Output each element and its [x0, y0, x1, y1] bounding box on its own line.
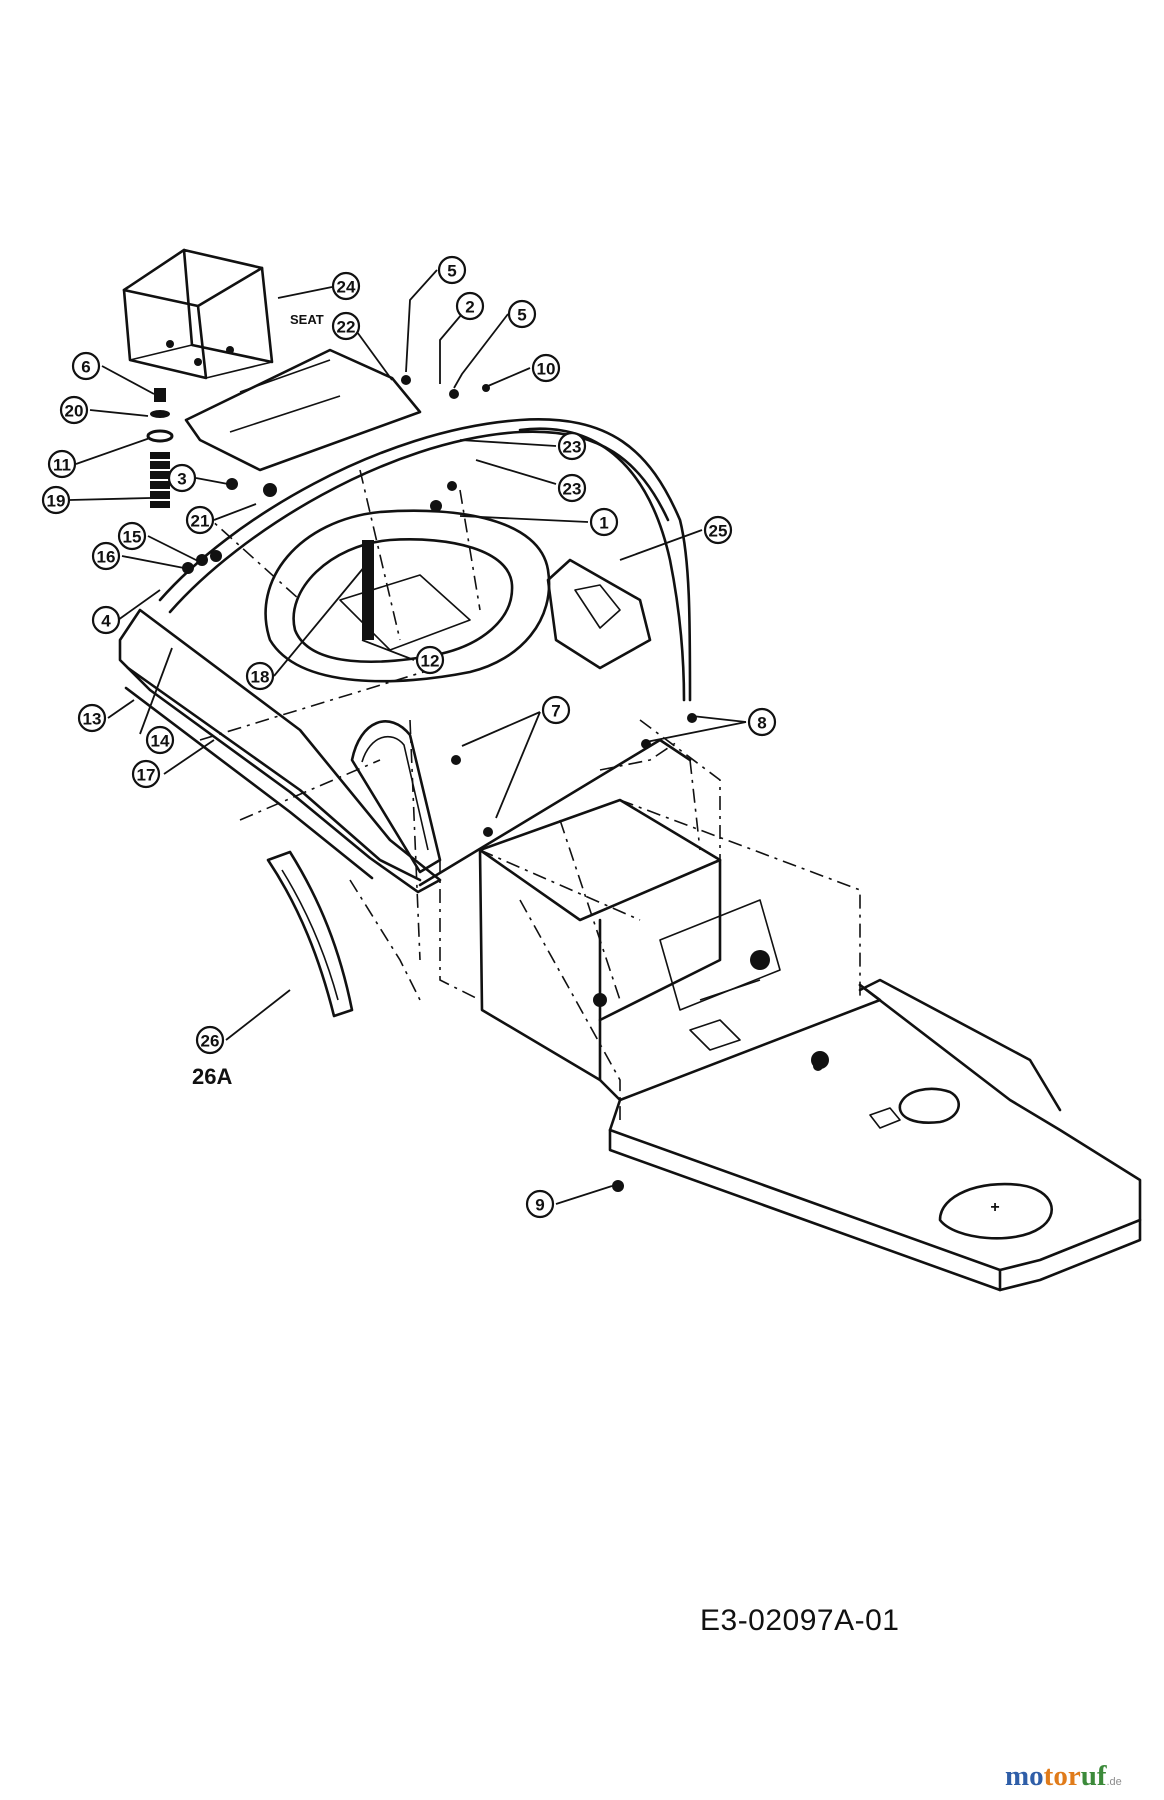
callout-18: 18 — [245, 661, 275, 691]
seat-bracket-part — [122, 248, 274, 380]
callout-8: 8 — [747, 707, 777, 737]
svg-text:20: 20 — [65, 402, 84, 421]
svg-text:2: 2 — [465, 298, 474, 317]
callout-21: 21 — [185, 505, 215, 535]
callout-10: 10 — [531, 353, 561, 383]
svg-text:19: 19 — [47, 492, 66, 511]
callout-17: 17 — [131, 759, 161, 789]
svg-text:9: 9 — [535, 1196, 544, 1215]
svg-text:23: 23 — [563, 438, 582, 457]
svg-text:15: 15 — [123, 528, 142, 547]
callout-20: 20 — [59, 395, 89, 425]
svg-text:11: 11 — [53, 456, 71, 475]
callout-19: 19 — [41, 485, 71, 515]
callout-26: 26 — [195, 1025, 225, 1055]
callout-25: 25 — [703, 515, 733, 545]
watermark-tld: .de — [1106, 1776, 1122, 1788]
watermark-orange-text: tor — [1043, 1760, 1081, 1792]
callout-23-bottom: 23 — [557, 473, 587, 503]
seat-spring-part — [146, 388, 174, 508]
callout-4: 4 — [91, 605, 121, 635]
handrail-26a-part — [266, 850, 354, 1018]
svg-text:4: 4 — [101, 612, 111, 631]
svg-text:14: 14 — [151, 732, 170, 751]
callout-7: 7 — [541, 695, 571, 725]
svg-text:22: 22 — [337, 318, 356, 337]
callout-24: 24 — [331, 271, 361, 301]
drawing-number: E3-02097A-01 — [700, 1604, 900, 1637]
svg-text:16: 16 — [97, 548, 116, 567]
assembly-lines — [199, 469, 861, 1120]
svg-text:3: 3 — [177, 470, 186, 489]
callout-2: 2 — [455, 291, 485, 321]
svg-text:21: 21 — [191, 512, 210, 531]
svg-text:24: 24 — [337, 278, 356, 297]
callout-12: 12 — [415, 645, 445, 675]
seat-plate-part — [184, 348, 422, 472]
callout-11: 11 — [47, 449, 77, 479]
callout-22: 22 — [331, 311, 361, 341]
svg-text:23: 23 — [563, 480, 582, 499]
svg-text:6: 6 — [81, 358, 90, 377]
svg-text:17: 17 — [137, 766, 156, 785]
svg-text:+: + — [990, 1199, 999, 1216]
watermark-blue-text: mo — [1005, 1760, 1044, 1792]
svg-text:5: 5 — [447, 262, 456, 281]
callout-15: 15 — [117, 521, 147, 551]
callout-13: 13 — [77, 703, 107, 733]
leader-lines — [69, 269, 747, 1205]
callout-1: 1 — [589, 507, 619, 537]
callout-14: 14 — [145, 725, 175, 755]
callout-5-top: 5 — [437, 255, 467, 285]
callout-16: 16 — [91, 541, 121, 571]
watermark-green-text: uf — [1080, 1760, 1107, 1792]
callout-9: 9 — [525, 1189, 555, 1219]
svg-text:1: 1 — [599, 514, 608, 533]
seat-label: SEAT — [290, 312, 324, 327]
svg-text:13: 13 — [83, 710, 102, 729]
svg-text:18: 18 — [251, 668, 270, 687]
svg-text:26: 26 — [201, 1032, 220, 1051]
svg-text:5: 5 — [517, 306, 526, 325]
svg-text:25: 25 — [709, 522, 728, 541]
svg-text:10: 10 — [537, 360, 556, 379]
part-26a-label: 26A — [192, 1064, 232, 1089]
callout-3: 3 — [167, 463, 197, 493]
frame-part: + — [478, 798, 1142, 1292]
callout-23-top: 23 — [557, 431, 587, 461]
callout-5-right: 5 — [507, 299, 537, 329]
svg-text:7: 7 — [551, 702, 560, 721]
motoruf-watermark: motoruf.de — [1005, 1760, 1122, 1793]
svg-text:8: 8 — [757, 714, 766, 733]
svg-text:12: 12 — [421, 652, 440, 671]
callout-6: 6 — [71, 351, 101, 381]
